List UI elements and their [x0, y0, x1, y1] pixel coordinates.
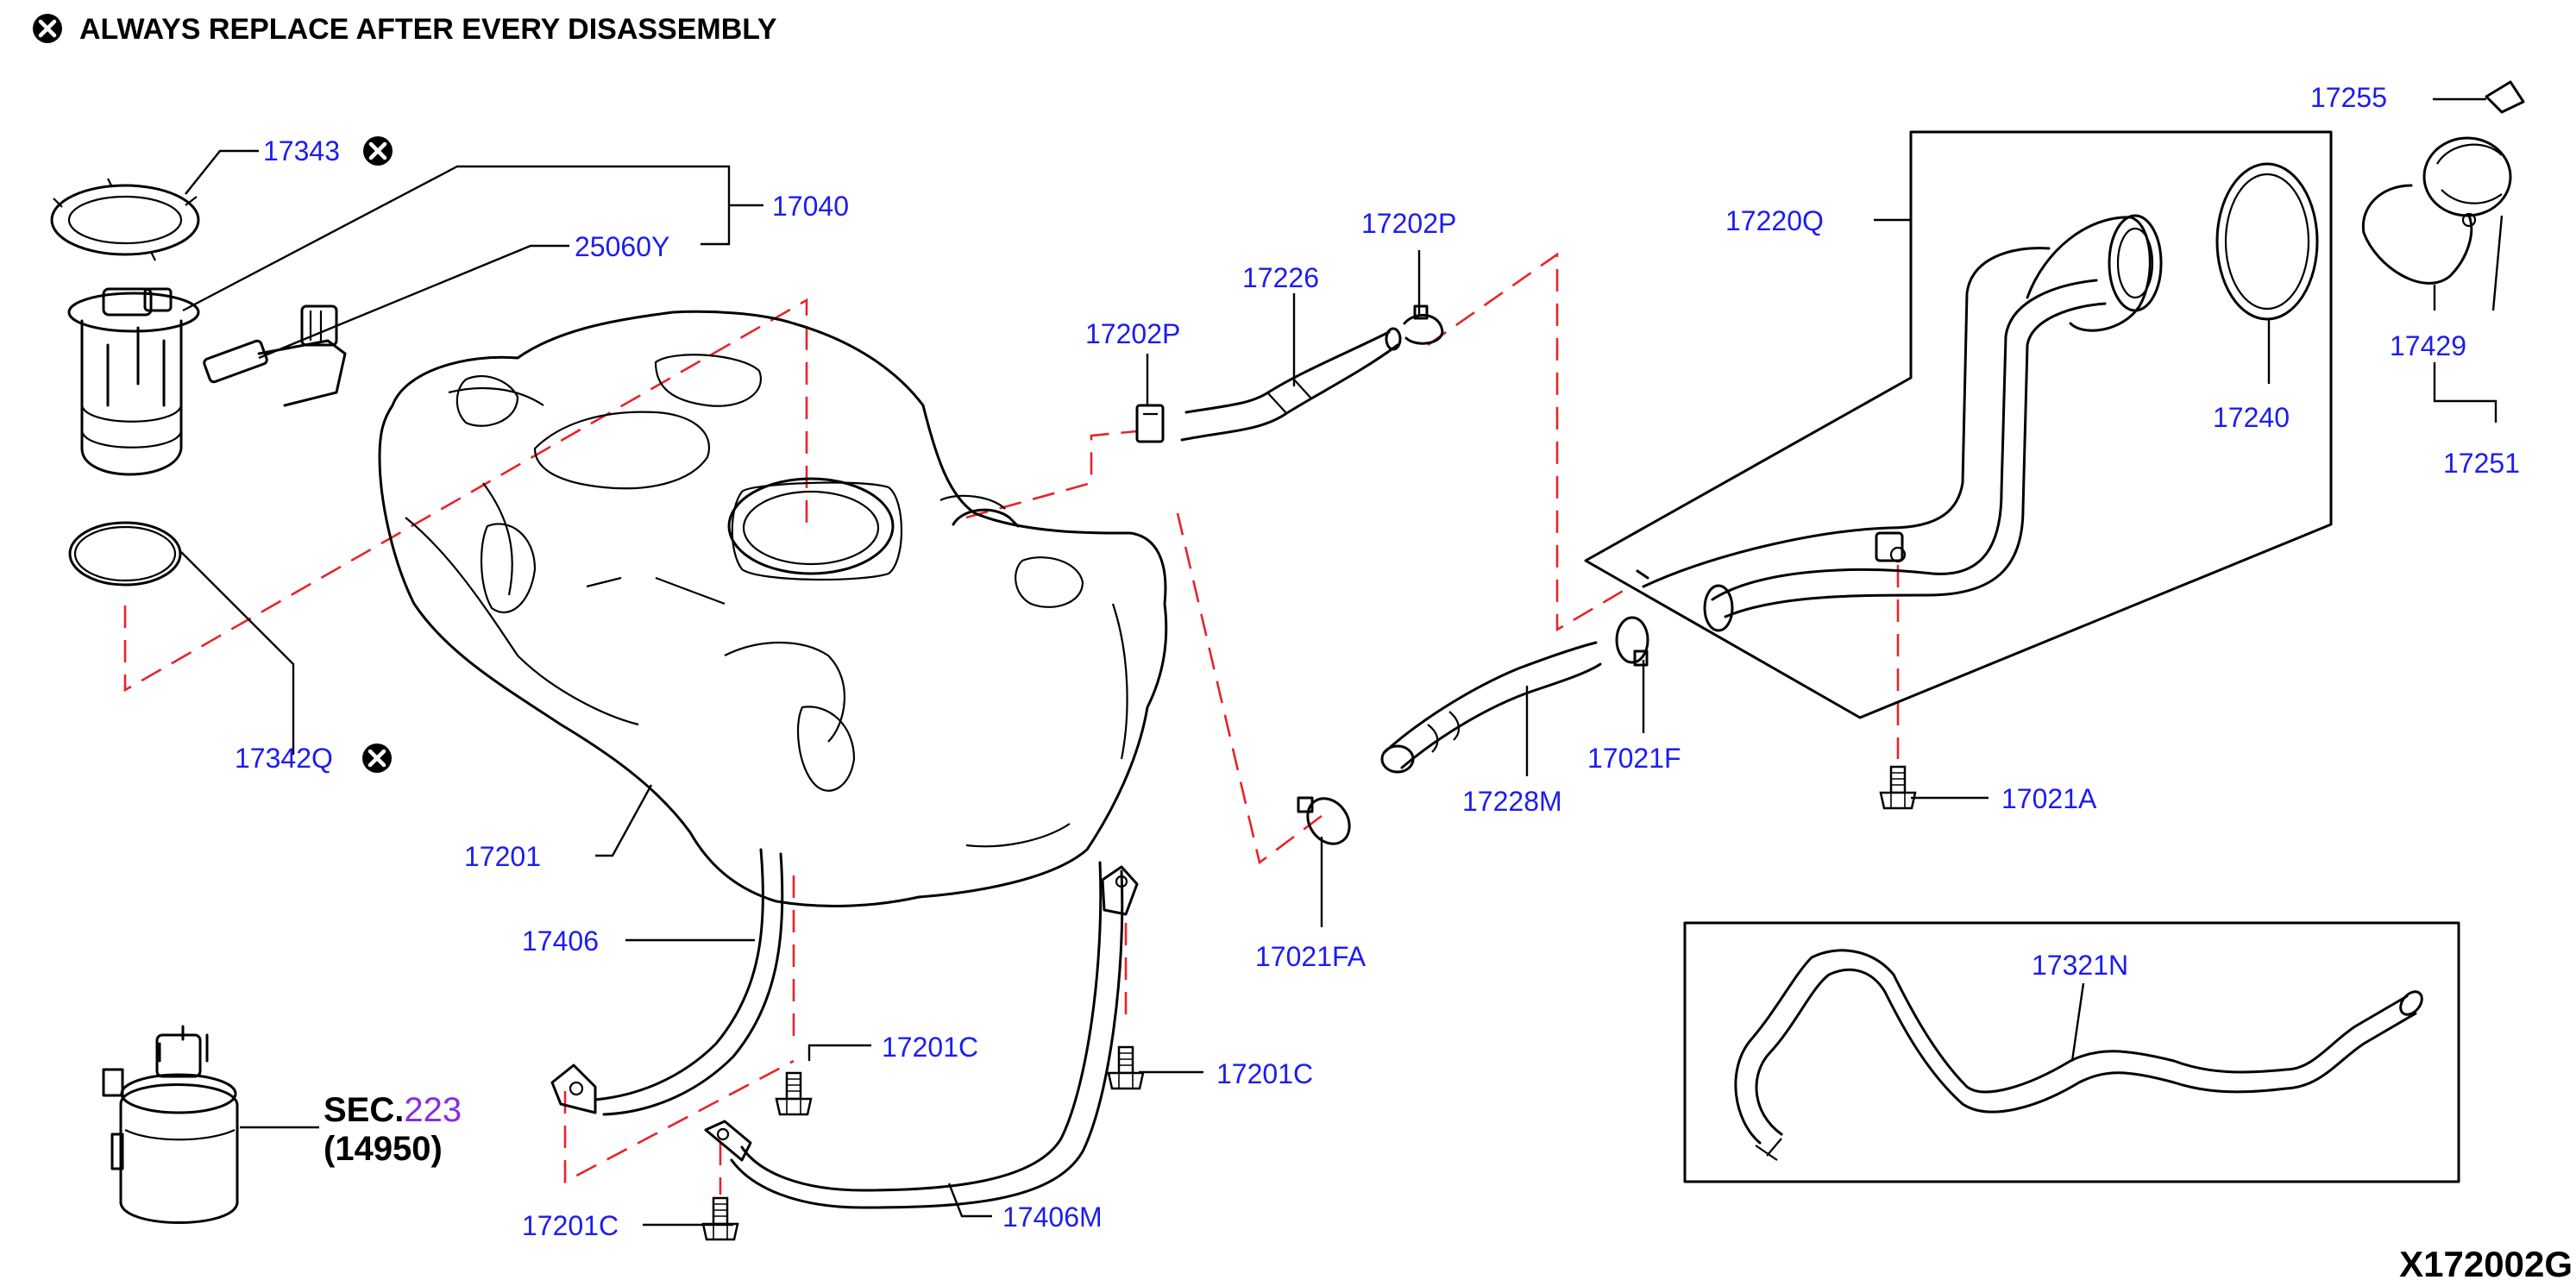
filler-tube	[1636, 214, 2163, 632]
tank-strap-17406M	[704, 861, 1139, 1209]
vent-tube-frame	[1683, 921, 2460, 1183]
label-17201C-c: 17201C	[522, 1210, 619, 1241]
diagram-code: X172002G	[2399, 1244, 2573, 1280]
label-17228M: 17228M	[1462, 786, 1562, 817]
fuel-pump-module	[67, 287, 200, 476]
tank-strap-17406	[550, 848, 784, 1116]
part-labels: 17343 17040 25060Y 17342Q 17201 17406 17…	[235, 82, 2520, 1241]
hose-clamp-left	[1135, 404, 1165, 443]
filler-tube-frame	[1584, 130, 2333, 719]
fuel-tank	[378, 310, 1168, 907]
label-17343: 17343	[263, 135, 340, 166]
label-17040: 17040	[772, 191, 849, 222]
circle-x-icon	[362, 744, 392, 773]
label-25060Y: 25060Y	[575, 231, 669, 262]
label-17251: 17251	[2443, 448, 2520, 479]
bolt-17201C-c	[701, 1196, 739, 1241]
bolt-17201C-b	[1107, 1045, 1145, 1090]
hose-clamp-17021F	[1615, 616, 1649, 667]
circle-x-icon	[363, 136, 393, 166]
vent-tube	[1734, 949, 2423, 1161]
fuel-filler-cap	[2361, 136, 2512, 285]
evap-canister	[102, 1025, 239, 1224]
hose-clamp-top	[1403, 304, 1444, 345]
label-17321N: 17321N	[2032, 950, 2128, 981]
section-prefix: SEC.	[324, 1091, 404, 1129]
label-17021A: 17021A	[2001, 783, 2097, 814]
label-17201C-b: 17201C	[1216, 1058, 1313, 1089]
label-17021F: 17021F	[1587, 743, 1681, 774]
bolt-17201C-a	[775, 1071, 813, 1116]
label-17201C-a: 17201C	[882, 1032, 978, 1063]
circle-x-icon	[33, 14, 62, 43]
label-17342Q: 17342Q	[235, 743, 333, 774]
label-17406: 17406	[522, 925, 599, 957]
section-part: (14950)	[324, 1130, 443, 1168]
label-17021FA: 17021FA	[1255, 941, 1367, 972]
replace-notice-text: ALWAYS REPLACE AFTER EVERY DISASSEMBLY	[79, 13, 777, 46]
cap-tether-clip	[2485, 80, 2525, 114]
replace-notice: ALWAYS REPLACE AFTER EVERY DISASSEMBLY	[33, 13, 777, 46]
section-reference: SEC.223 (14950)	[240, 1091, 462, 1168]
vent-hose	[1180, 327, 1402, 442]
leader-lines	[180, 97, 2504, 1227]
label-17220Q: 17220Q	[1725, 205, 1824, 236]
section-number: 223	[404, 1091, 462, 1129]
label-17226: 17226	[1242, 262, 1319, 293]
label-17406M: 17406M	[1002, 1202, 1103, 1233]
label-17202P-b: 17202P	[1361, 208, 1456, 239]
label-17202P-a: 17202P	[1085, 318, 1180, 349]
fuel-pump-lock-ring	[50, 178, 200, 261]
label-17201: 17201	[464, 841, 541, 872]
bolt-17021A	[1879, 765, 1917, 810]
hose-clamp-17021FA	[1297, 796, 1351, 845]
alignment-guides	[123, 252, 1900, 1195]
label-17240: 17240	[2213, 402, 2290, 433]
label-17255: 17255	[2310, 82, 2387, 113]
filler-hose	[1380, 641, 1602, 774]
filler-gasket	[2215, 162, 2319, 321]
svg-text:SEC.223: SEC.223	[324, 1091, 462, 1129]
fuel-level-sender	[203, 304, 347, 407]
label-17429: 17429	[2390, 330, 2466, 361]
fuel-pump-o-ring	[68, 521, 182, 587]
